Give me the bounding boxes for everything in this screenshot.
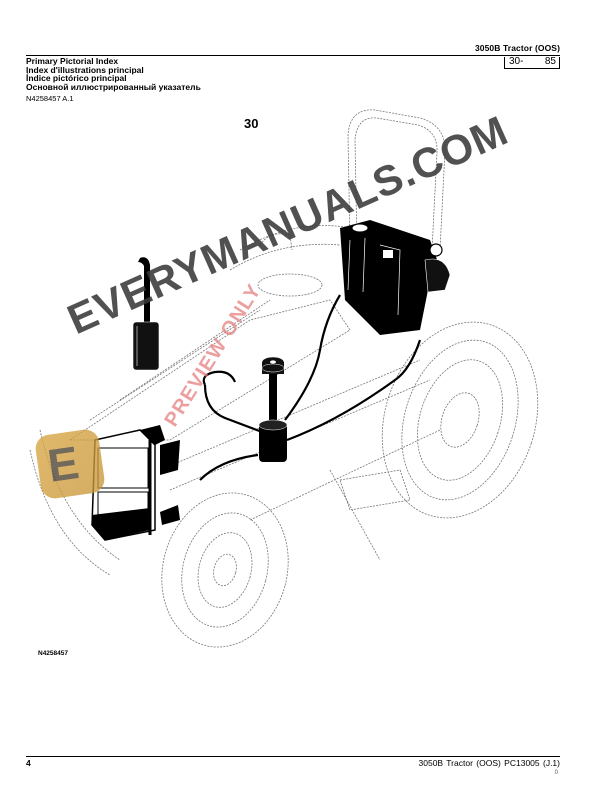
- watermark-logo-icon: E: [33, 427, 107, 501]
- section-page-box: 30- 85: [504, 56, 560, 69]
- title-spanish: Índice pictórico principal: [26, 73, 127, 84]
- footer-page-number: 4: [26, 758, 31, 768]
- callout-number: 30: [244, 116, 259, 131]
- multilingual-title-block: Primary Pictorial Index Index d'illustra…: [26, 57, 201, 91]
- watermark-logo-letter: E: [44, 436, 83, 492]
- footer-divider: [26, 756, 560, 757]
- exhaust-stack: [132, 257, 160, 371]
- section-page-number: 85: [544, 56, 556, 67]
- header-divider: [26, 55, 560, 56]
- radiator: [91, 425, 180, 541]
- section-number: 30-: [509, 56, 524, 67]
- header-model-title: 3050B Tractor (OOS): [474, 43, 560, 53]
- footer-small-mark: 0: [554, 770, 558, 776]
- figure-id: N4258457: [38, 650, 68, 657]
- fuel-tank: [340, 220, 451, 335]
- air-intake: [258, 356, 288, 462]
- footer-document-label: 3050B Tractor (OOS) PC13005 (J.1): [418, 758, 560, 768]
- title-english: Primary Pictorial Index: [26, 56, 119, 66]
- figure-reference: N4258457 A.1: [26, 94, 74, 103]
- title-french: Index d'illustrations principal: [26, 64, 144, 75]
- title-russian: Основной иллюстрированный указатель: [26, 81, 201, 92]
